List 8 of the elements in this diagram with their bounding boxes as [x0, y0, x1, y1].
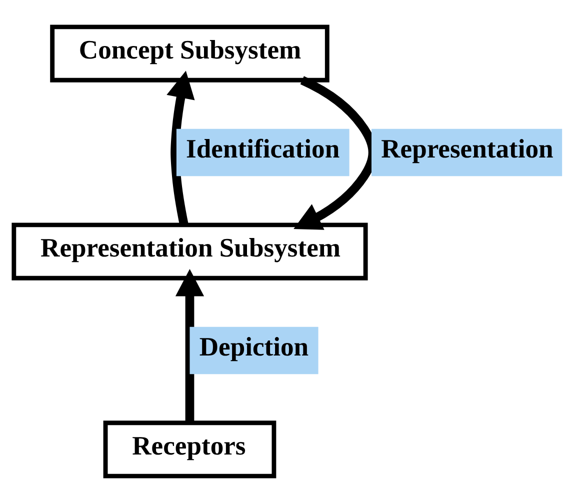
arrow — [166, 70, 195, 226]
node-box: Representation Subsystem — [12, 222, 368, 280]
node-box: Concept Subsystem — [50, 24, 330, 82]
edge-label: Identification — [186, 134, 340, 164]
node-box: Receptors — [103, 420, 276, 478]
arrow — [175, 268, 204, 423]
edge-label: Representation — [381, 134, 554, 164]
edge-label: Depiction — [199, 332, 309, 362]
